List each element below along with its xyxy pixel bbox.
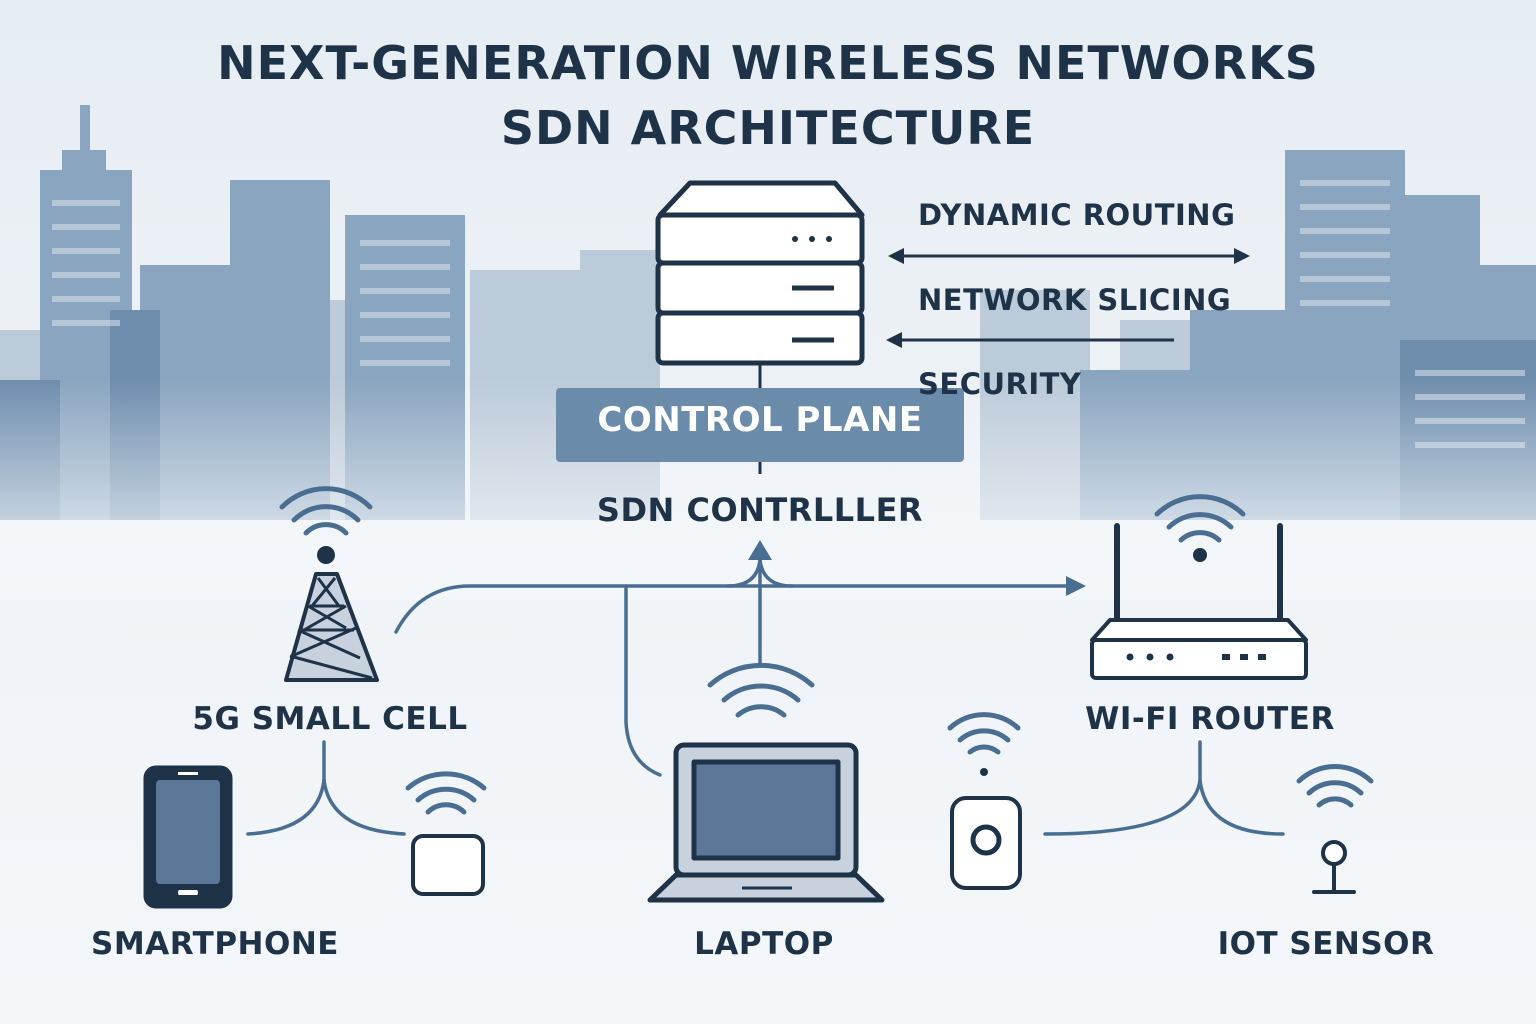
wifi-router-label: WI-FI ROUTER [1085,701,1335,737]
title-line-2: SDN ARCHITECTURE [500,101,1036,155]
function-network-slicing: NETWORK SLICING [918,283,1232,317]
arrowheads [748,540,1086,596]
cell-tower-icon [284,546,379,682]
laptop-icon [647,742,885,903]
iot-sensor-label: IOT SENSOR [1217,926,1435,962]
sdn-controller-label: SDN CONTRLLLER [596,491,924,529]
routing-arrow [888,248,1250,264]
smartphone-icon [143,765,233,909]
wifi-icon [1296,764,1374,808]
wifi-icon [279,486,373,536]
function-security: SECURITY [918,367,1082,401]
wifi-icon [947,712,1021,755]
small-device-icon [411,834,485,896]
smart-speaker-icon [950,796,1022,890]
server-stack-icon [655,180,865,390]
smartphone-label: SMARTPHONE [91,926,339,962]
function-dynamic-routing: DYNAMIC ROUTING [918,198,1236,232]
connection-lines [246,553,1285,836]
city-skyline [0,105,1536,600]
title-line-1: NEXT-GENERATION WIRELESS NETWORKS [217,36,1319,90]
wifi-icon [707,662,815,718]
control-plane-label: CONTROL PLANE [597,400,923,440]
wifi-dot [1193,548,1207,562]
laptop-label: LAPTOP [694,926,834,962]
wifi-icon [1154,494,1246,543]
wifi-dot [980,768,988,776]
router-icon [1090,523,1308,680]
small-cell-label: 5G SMALL CELL [192,701,468,737]
wifi-icon [405,771,487,815]
iot-sensor-icon [1312,840,1356,894]
control-plane-bar [556,388,964,474]
slicing-arrow [886,332,1174,348]
